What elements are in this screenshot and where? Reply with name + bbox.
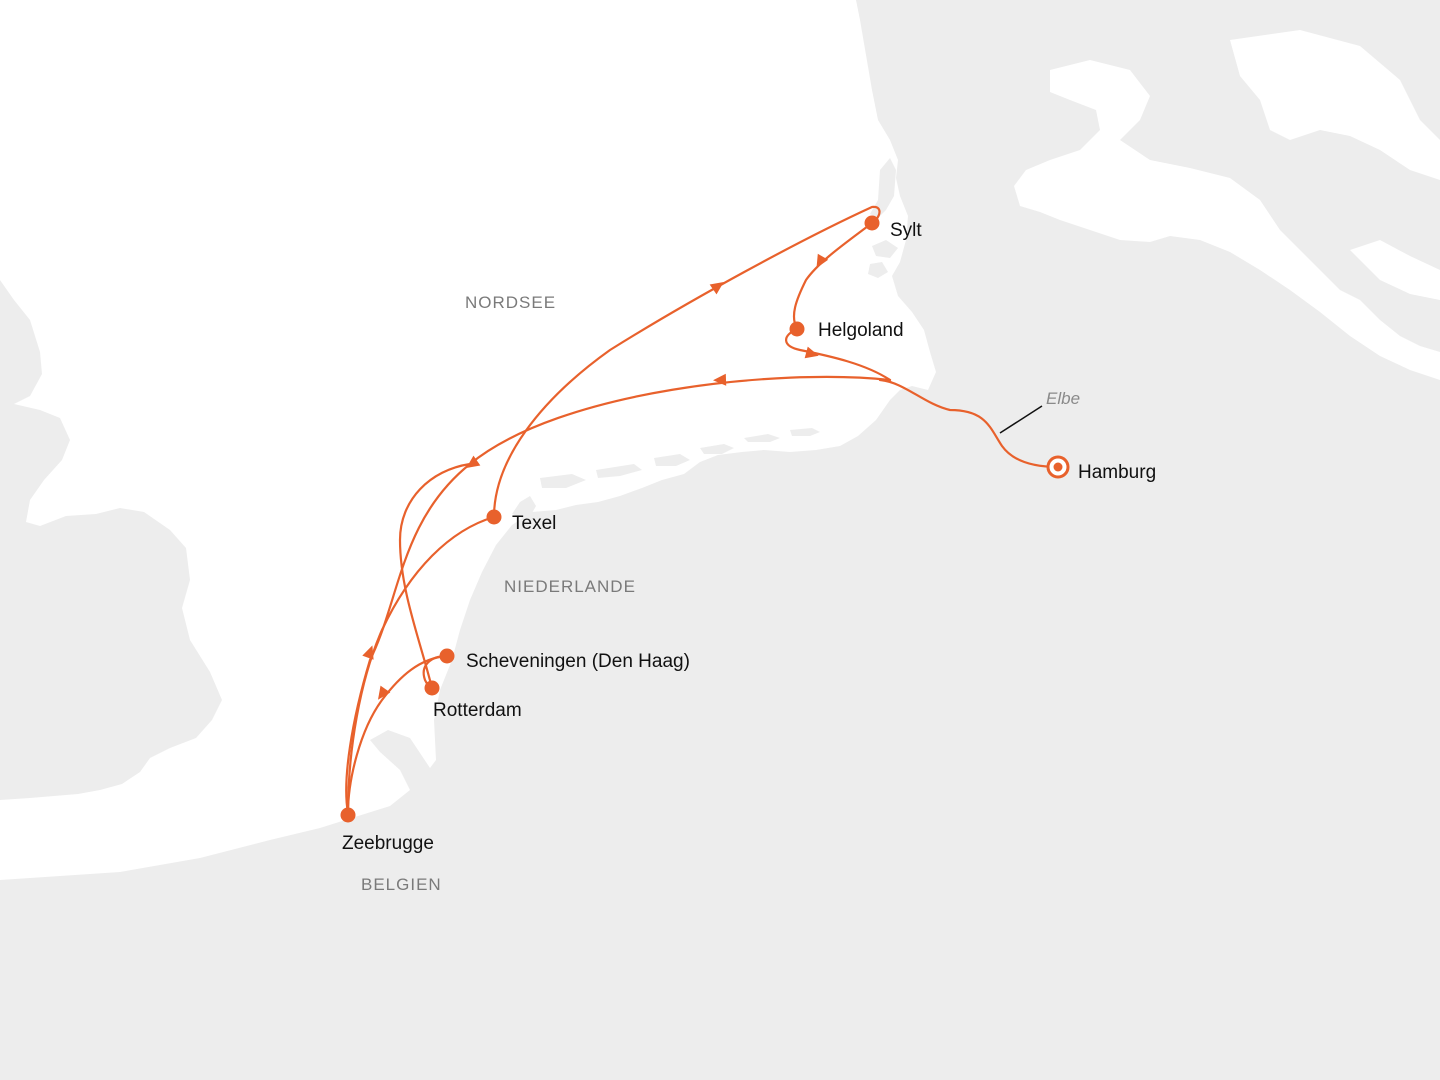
route-arrow-5 (466, 455, 481, 469)
route-arrows (362, 253, 829, 700)
route-rotterdam-zeebrugge (398, 462, 472, 690)
route-zeebrugge-scheveningen (346, 654, 449, 815)
route-arrow-2 (816, 253, 829, 269)
port-marker-helgoland (789, 321, 805, 337)
port-label-scheveningen: Scheveningen (Den Haag) (466, 651, 690, 672)
region-label-niederlande: NIEDERLANDE (504, 577, 636, 596)
route-arrow-4 (713, 373, 727, 386)
island-amrum (868, 262, 888, 278)
port-marker-scheveningen (439, 648, 455, 664)
great-britain (0, 280, 222, 800)
baltic-channels-2 (1230, 30, 1440, 180)
baltic-channels-3 (1350, 240, 1440, 300)
route-elbe-zeebrugge (345, 375, 892, 815)
route-arrow-7 (377, 685, 391, 700)
cruise-routes (345, 205, 1060, 815)
route-arrow-6 (362, 645, 374, 660)
island-foehr (872, 240, 898, 258)
port-label-texel: Texel (512, 513, 556, 534)
port-marker-hamburg (1053, 462, 1063, 472)
region-label-nordsee: NORDSEE (465, 293, 556, 312)
elbe-leader-line (999, 405, 1043, 434)
port-label-zeebrugge: Zeebrugge (342, 833, 434, 854)
baltic-channels (1014, 60, 1440, 380)
port-label-sylt: Sylt (890, 220, 922, 241)
route-zeebrugge-texel (346, 515, 496, 815)
river-label-elbe: Elbe (1046, 389, 1080, 408)
island-sylt (870, 158, 896, 218)
port-marker-rotterdam (424, 680, 440, 696)
port-marker-texel (486, 509, 502, 525)
port-marker-zeebrugge (340, 807, 356, 823)
port-markers (340, 215, 1070, 823)
port-label-helgoland: Helgoland (818, 320, 904, 341)
route-arrow-3 (804, 346, 819, 359)
port-label-rotterdam: Rotterdam (433, 700, 522, 721)
route-arrow-1 (709, 281, 724, 295)
port-label-hamburg: Hamburg (1078, 462, 1156, 483)
route-sylt-helgoland (792, 218, 878, 331)
port-marker-sylt (864, 215, 880, 231)
route-hamburg-elbe (878, 378, 1060, 469)
route-texel-sylt (492, 205, 881, 519)
route-helgoland-elbe (785, 327, 892, 382)
region-label-belgien: BELGIEN (361, 875, 442, 894)
